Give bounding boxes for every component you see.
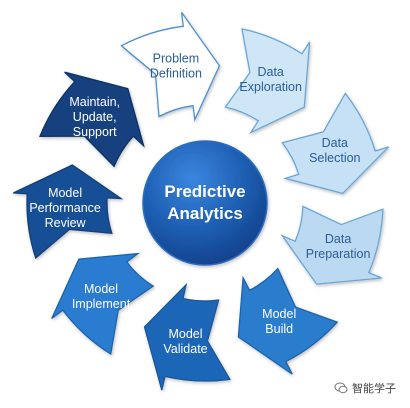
watermark-text: 智能学子 [352, 382, 396, 395]
cycle-arrow-3 [281, 92, 390, 195]
cycle-label-9-line-2: Update, [73, 110, 117, 124]
cycle-arrow-2 [224, 28, 311, 135]
cycle-label-8-line-1: Model [48, 186, 82, 200]
cycle-arrow-9 [39, 71, 145, 168]
wechat-icon [334, 382, 348, 394]
cycle-label-2-line-1: Data [257, 65, 283, 79]
center-title-line-1: Predictive [164, 182, 245, 201]
cycle-arrow-8 [13, 164, 124, 260]
center-circle: Predictive Analytics [142, 140, 268, 266]
cycle-label-7-line-1: Model [84, 282, 118, 296]
cycle-arrow-6 [143, 282, 231, 391]
cycle-label-5-line-1: Model [262, 307, 296, 321]
cycle-label-2-line-2: Exploration [239, 80, 302, 94]
cycle-arrow-1 [120, 12, 221, 122]
cycle-arrow-7 [51, 252, 155, 356]
cycle-label-1-line-1: Problem [153, 52, 200, 66]
cycle-label-4-line-2: Preparation [306, 247, 371, 261]
cycle-label-3-line-2: Selection [309, 151, 360, 165]
cycle-arrow-4 [280, 205, 384, 285]
cycle-label-6-line-1: Model [168, 327, 202, 341]
cycle-label-9-line-3: Support [73, 125, 117, 139]
center-title-line-2: Analytics [167, 204, 243, 223]
watermark: 智能学子 [334, 380, 396, 396]
cycle-arrows [13, 12, 390, 391]
cycle-label-6-line-2: Validate [163, 342, 207, 356]
cycle-label-7-line-2: Implement [72, 297, 131, 311]
cycle-label-1-line-2: Definition [150, 67, 202, 81]
cycle-label-5-line-2: Build [265, 322, 293, 336]
cycle-label-4-line-1: Data [325, 232, 351, 246]
cycle-arrow-5 [237, 267, 339, 375]
cycle-label-3-line-1: Data [322, 136, 348, 150]
cycle-label-8-line-3: Review [45, 216, 87, 230]
cycle-label-9-line-1: Maintain, [69, 95, 120, 109]
center-disc [142, 140, 268, 266]
cycle-label-8-line-2: Performance [29, 201, 101, 215]
cycle-label-9: Maintain,Update,Support [69, 95, 120, 139]
